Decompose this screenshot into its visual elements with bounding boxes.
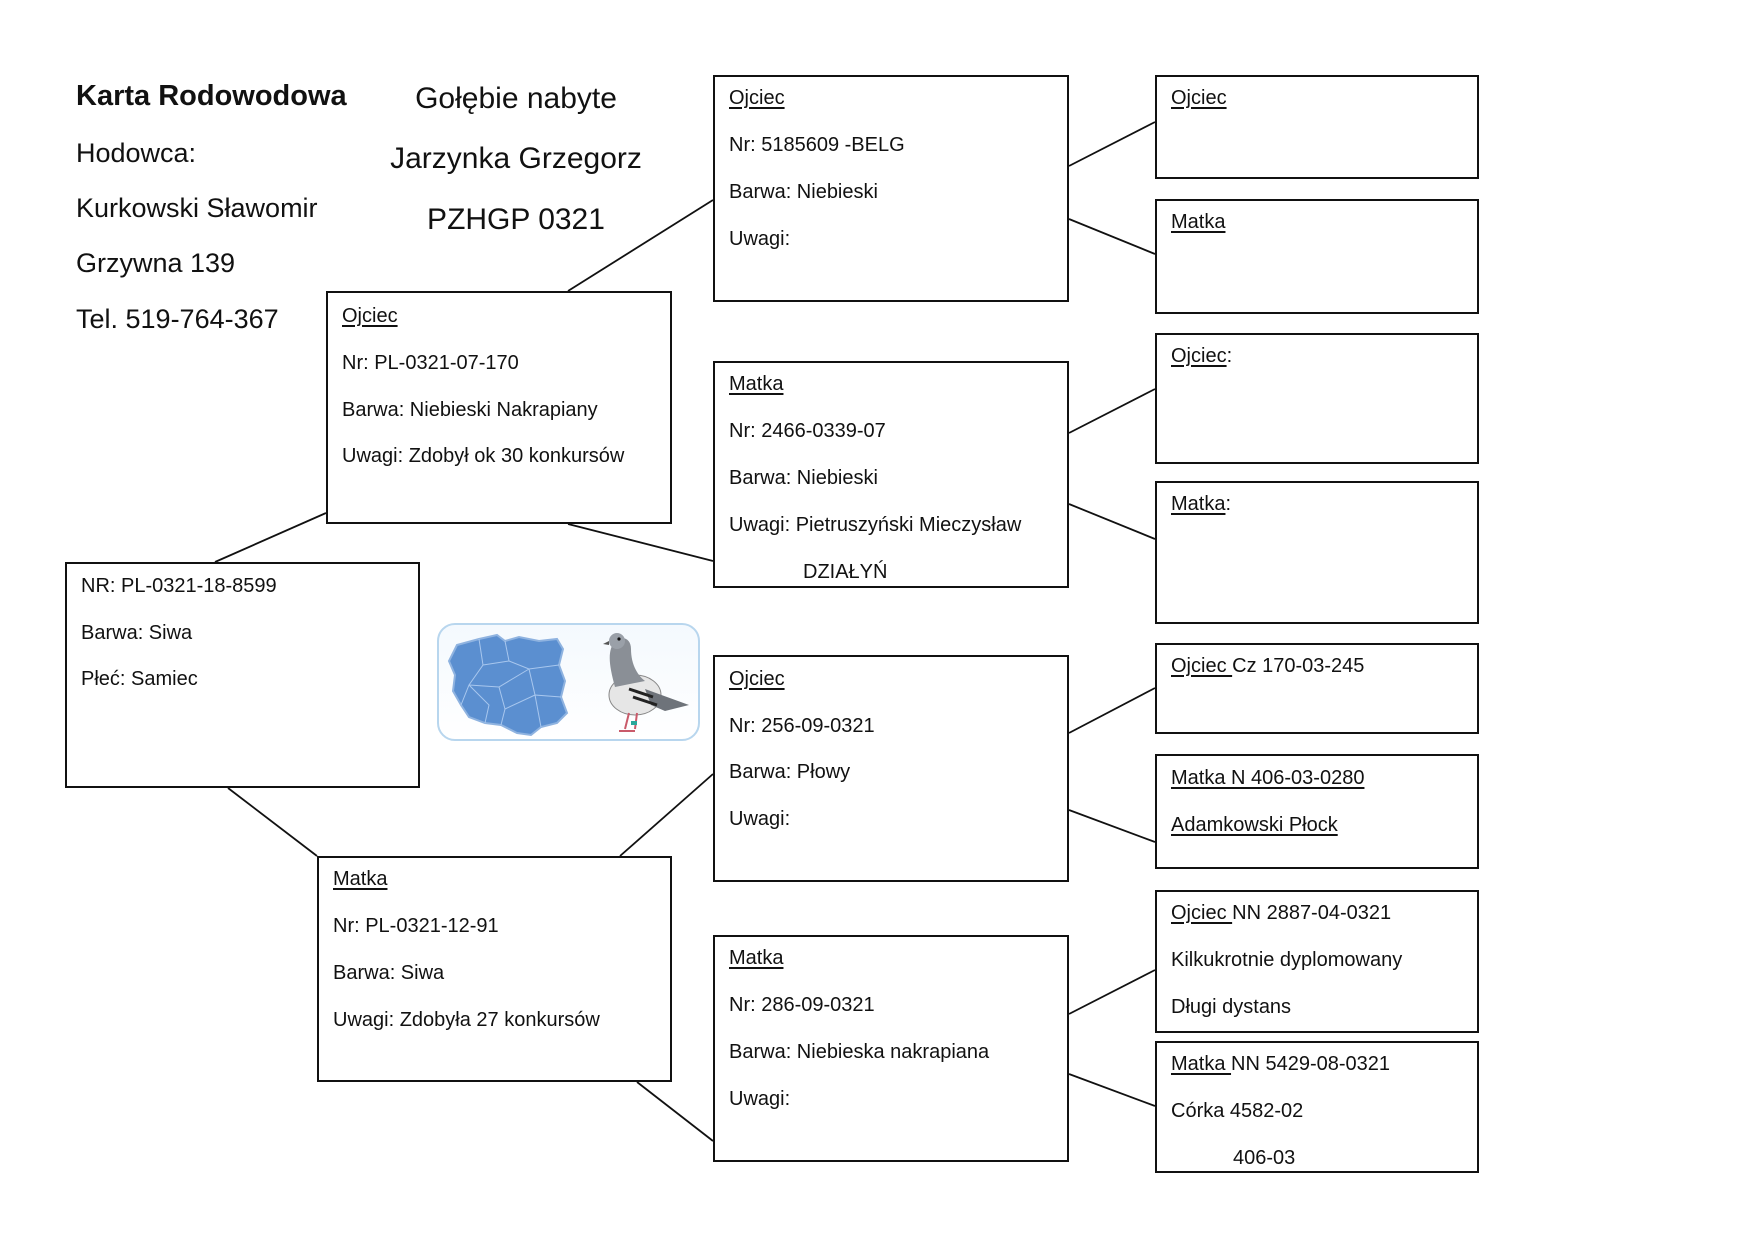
connector-gm2-r8 <box>1068 1073 1156 1107</box>
father-heading: Ojciec <box>342 305 398 327</box>
ggp8-line-1: Córka 4582-02 <box>1171 1100 1304 1122</box>
connector-gm1-r4 <box>1068 503 1156 540</box>
father-card: Ojciec Nr: PL-0321-07-170 Barwa: Niebies… <box>326 291 672 524</box>
subject-color: Barwa: Siwa <box>81 622 193 644</box>
pgf-nr: Nr: 5185609 -BELG <box>729 134 905 156</box>
card-title: Karta Rodowodowa <box>76 80 347 112</box>
ggp5-suffix: Cz 170-03-245 <box>1232 655 1365 677</box>
mgf-notes: Uwagi: <box>729 808 791 830</box>
club-logo-graphic <box>447 633 689 737</box>
ggp5-heading: Ojciec <box>1171 655 1233 677</box>
mgf-heading: Ojciec <box>729 668 785 690</box>
connector-gf2-r5 <box>1068 687 1156 734</box>
mgm-heading: Matka <box>729 947 784 969</box>
acquired-from: Jarzynka Grzegorz <box>390 142 642 175</box>
pgf-color: Barwa: Niebieski <box>729 181 878 203</box>
great-grandparent-card-8: Matka NN 5429-08-0321 Córka 4582-02 406-… <box>1155 1041 1479 1173</box>
connector-gf1-r1 <box>1068 121 1156 167</box>
ggp7-suffix: NN 2887-04-0321 <box>1232 902 1392 924</box>
great-grandparent-card-5: Ojciec Cz 170-03-245 <box>1155 643 1479 734</box>
ggp7-line-2: Długi dystans <box>1171 996 1292 1018</box>
mother-nr: Nr: PL-0321-12-91 <box>333 915 499 937</box>
pgm-notes: Uwagi: Pietruszyński Mieczysław <box>729 514 1022 536</box>
great-grandparent-card-3: Ojciec: <box>1155 333 1479 464</box>
great-grandparent-card-6: Matka N 406-03-0280 Adamkowski Płock <box>1155 754 1479 869</box>
pgm-color: Barwa: Niebieski <box>729 467 878 489</box>
connector-subject-father <box>214 512 327 563</box>
maternal-grandfather-card: Ojciec Nr: 256-09-0321 Barwa: Płowy Uwag… <box>713 655 1069 882</box>
great-grandparent-card-1: Ojciec <box>1155 75 1479 179</box>
breeder-address: Grzywna 139 <box>76 248 236 278</box>
mother-color: Barwa: Siwa <box>333 962 445 984</box>
subject-sex: Płeć: Samiec <box>81 668 198 690</box>
acquired-label: Gołębie nabyte <box>415 82 617 115</box>
mgf-color: Barwa: Płowy <box>729 761 851 783</box>
ggp2-heading: Matka <box>1171 211 1226 233</box>
breeder-phone: Tel. 519-764-367 <box>76 304 279 334</box>
ggp8-suffix: NN 5429-08-0321 <box>1231 1053 1391 1075</box>
connector-gm2-r7 <box>1068 969 1156 1015</box>
great-grandparent-card-7: Ojciec NN 2887-04-0321 Kilkukrotnie dypl… <box>1155 890 1479 1033</box>
ggp3-heading: Ojciec <box>1171 345 1227 367</box>
ggp1-heading: Ojciec <box>1171 87 1227 109</box>
ggp4-heading: Matka <box>1171 493 1226 515</box>
ggp3-suffix: : <box>1226 345 1233 367</box>
great-grandparent-card-2: Matka <box>1155 199 1479 314</box>
pgm-nr: Nr: 2466-0339-07 <box>729 420 886 442</box>
mother-notes: Uwagi: Zdobyła 27 konkursów <box>333 1009 600 1031</box>
connector-father-gf1 <box>567 199 714 292</box>
connector-father-gm1 <box>567 523 714 562</box>
connector-gf1-r2 <box>1068 218 1156 255</box>
connector-gm1-r3 <box>1068 388 1156 434</box>
connector-subject-mother <box>227 787 318 857</box>
poland-map-icon <box>447 633 569 737</box>
mother-heading: Matka <box>333 868 388 890</box>
pigeon-icon <box>603 633 689 732</box>
father-color: Barwa: Niebieski Nakrapiany <box>342 399 598 421</box>
mother-card: Matka Nr: PL-0321-12-91 Barwa: Siwa Uwag… <box>317 856 672 1082</box>
pgf-heading: Ojciec <box>729 87 785 109</box>
subject-card: NR: PL-0321-18-8599 Barwa: Siwa Płeć: Sa… <box>65 562 420 788</box>
ggp7-line-1: Kilkukrotnie dyplomowany <box>1171 949 1403 971</box>
connector-mother-gf2 <box>619 773 714 857</box>
mgf-nr: Nr: 256-09-0321 <box>729 715 875 737</box>
connector-gf2-r6 <box>1068 809 1156 843</box>
paternal-grandfather-card: Ojciec Nr: 5185609 -BELG Barwa: Niebiesk… <box>713 75 1069 302</box>
subject-nr: NR: PL-0321-18-8599 <box>81 575 277 597</box>
pgf-notes: Uwagi: <box>729 228 791 250</box>
mgm-color: Barwa: Niebieska nakrapiana <box>729 1041 990 1063</box>
maternal-grandmother-card: Matka Nr: 286-09-0321 Barwa: Niebieska n… <box>713 935 1069 1162</box>
paternal-grandmother-card: Matka Nr: 2466-0339-07 Barwa: Niebieski … <box>713 361 1069 588</box>
breeder-label: Hodowca: <box>76 138 197 168</box>
ggp6-line-1: Adamkowski Płock <box>1171 814 1338 836</box>
father-notes: Uwagi: Zdobył ok 30 konkursów <box>342 445 625 467</box>
club-logo <box>437 623 700 741</box>
mgm-notes: Uwagi: <box>729 1088 791 1110</box>
great-grandparent-card-4: Matka: <box>1155 481 1479 624</box>
ggp6-heading: Matka N 406-03-0280 <box>1171 767 1365 789</box>
pgm-notes-location: DZIAŁYŃ <box>803 561 888 583</box>
ggp8-line-2: 406-03 <box>1233 1147 1296 1169</box>
pgm-heading: Matka <box>729 373 784 395</box>
connector-mother-gm2 <box>636 1081 714 1142</box>
mgm-nr: Nr: 286-09-0321 <box>729 994 875 1016</box>
ggp7-heading: Ojciec <box>1171 902 1233 924</box>
father-nr: Nr: PL-0321-07-170 <box>342 352 519 374</box>
breeder-name: Kurkowski Sławomir <box>76 193 318 223</box>
ggp8-heading: Matka <box>1171 1053 1232 1075</box>
ggp4-suffix: : <box>1225 493 1232 515</box>
acquired-union: PZHGP 0321 <box>427 203 605 236</box>
